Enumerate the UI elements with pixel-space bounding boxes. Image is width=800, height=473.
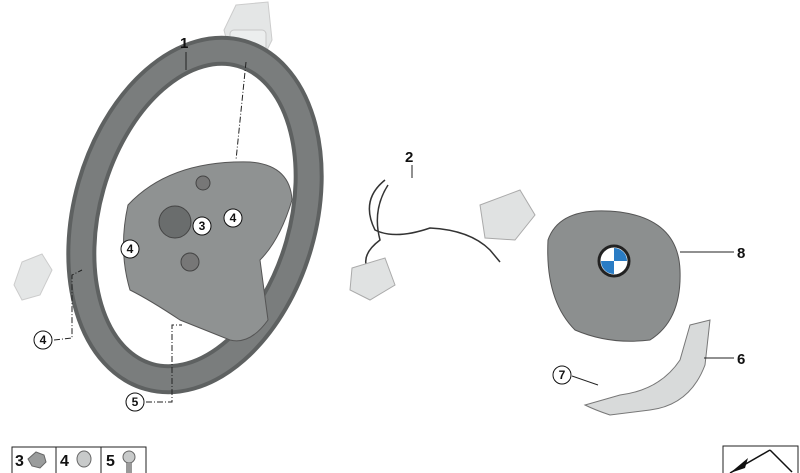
callout-5: 5 (125, 392, 145, 412)
callout-4-right: 4 (223, 208, 243, 228)
airbag-module[interactable] (547, 210, 681, 342)
fastener-legend: 3 4 5 (11, 446, 147, 473)
wiring-harness[interactable] (349, 179, 536, 301)
svg-text:3: 3 (199, 219, 206, 233)
svg-text:4: 4 (40, 333, 47, 347)
callout-7: 7 (552, 365, 572, 385)
svg-text:5: 5 (132, 395, 139, 409)
ghost-paddle-left (13, 253, 53, 301)
legend-label-5: 5 (106, 453, 115, 470)
label-2: 2 (405, 149, 413, 166)
label-1: 1 (180, 35, 188, 52)
legend-label-4: 4 (60, 453, 69, 470)
screw-icon (122, 450, 136, 464)
svg-text:4: 4 (230, 211, 237, 225)
callout-4-outer: 4 (33, 330, 53, 350)
svg-text:4: 4 (127, 242, 134, 256)
callout-3: 3 (192, 216, 212, 236)
screw-icon (76, 450, 92, 468)
hex-bolt-icon (27, 451, 47, 469)
label-6: 6 (737, 351, 745, 368)
trim-cover[interactable] (583, 319, 711, 416)
label-8: 8 (737, 245, 745, 262)
svg-text:7: 7 (559, 368, 566, 382)
callout-4-left: 4 (120, 239, 140, 259)
steering-wheel[interactable] (45, 24, 345, 407)
view-direction-icon (722, 445, 799, 473)
legend-label-3: 3 (15, 453, 24, 470)
